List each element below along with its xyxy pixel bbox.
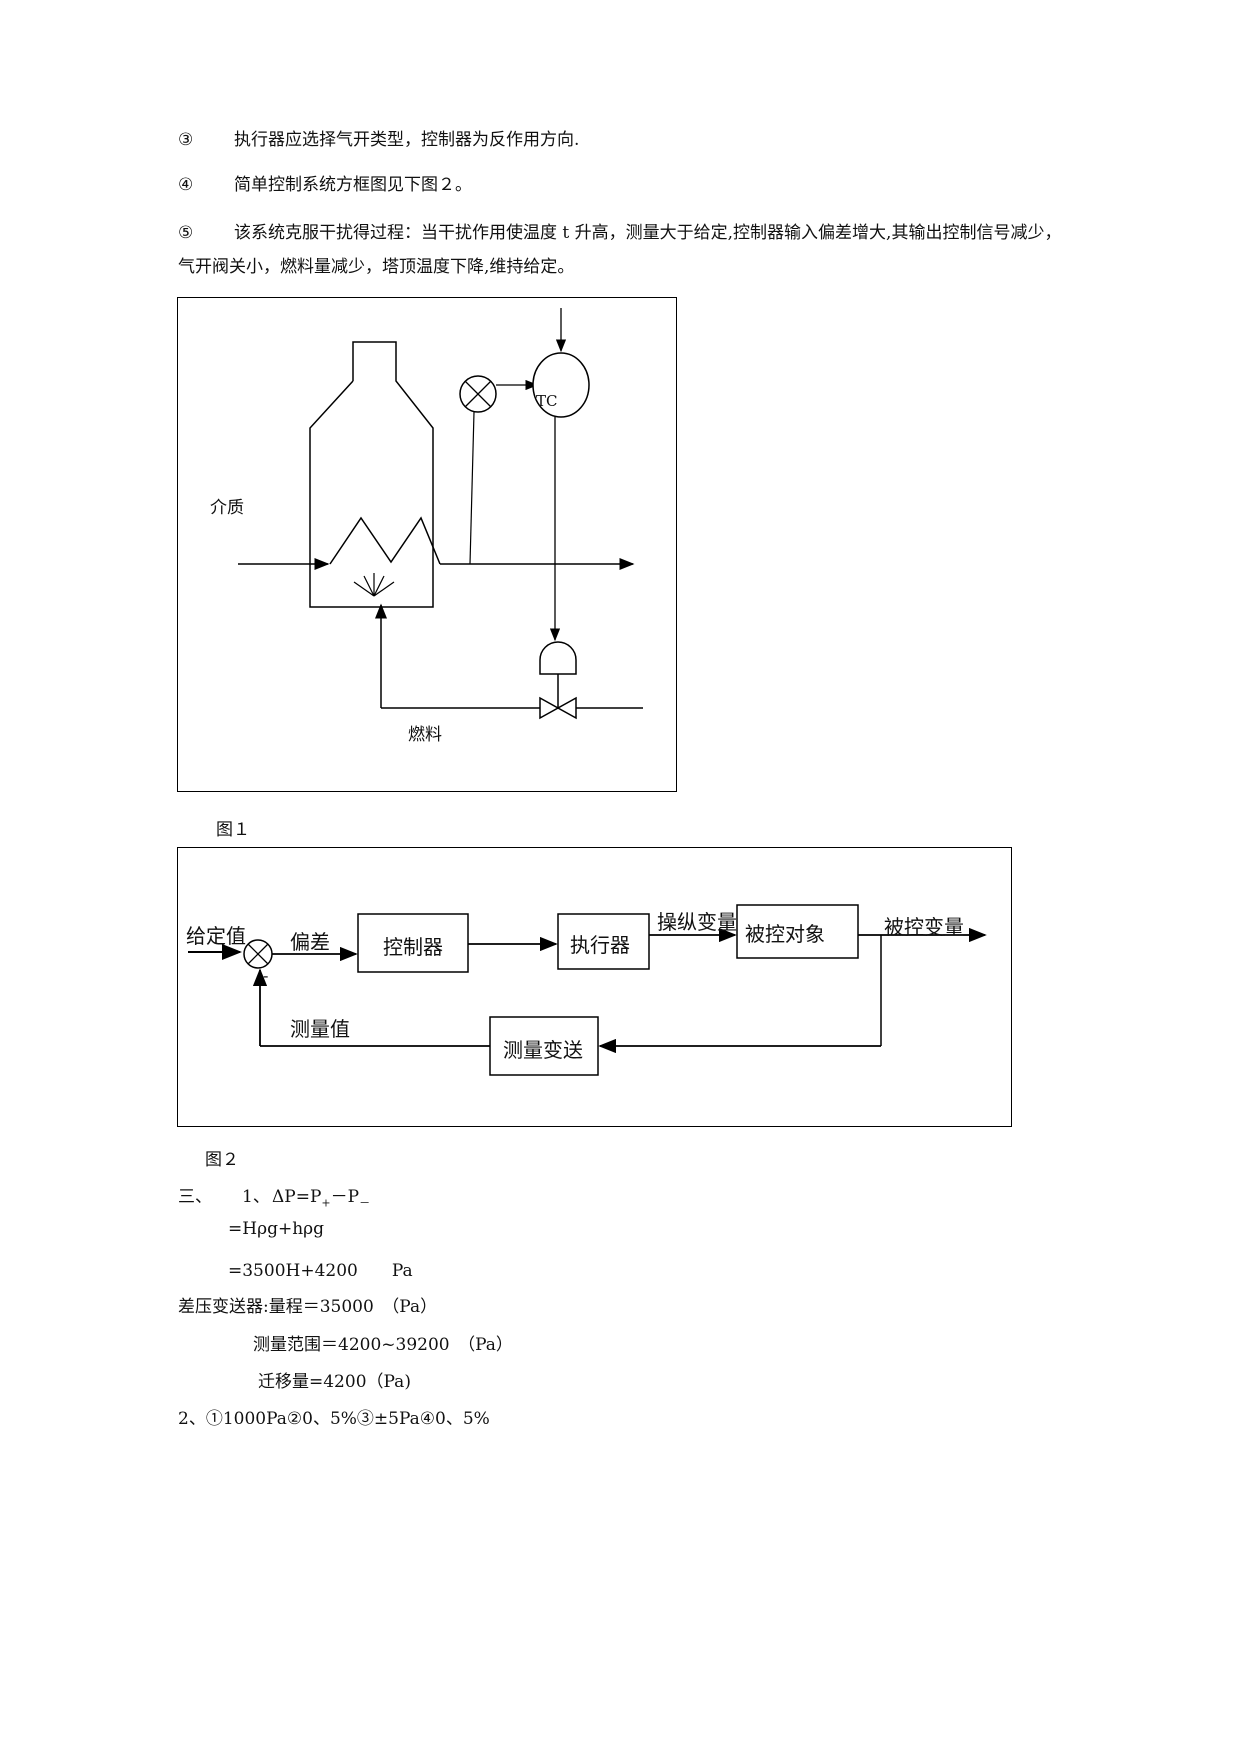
item-number: ⑤	[178, 223, 194, 243]
question-2-answer: 2、①1000Pa②0、5%③±5Pa④0、5%	[178, 1409, 490, 1429]
figure-2-frame: 给定值 偏差 - 控制器 执行器 操纵变量 被控对象 被控变量 测量值 测量变送	[177, 847, 1012, 1127]
figure-2-diagram	[188, 904, 987, 1076]
controller-label: 控制器	[383, 935, 443, 959]
item-text: 该系统克服干扰得过程：当干扰作用使温度 t 升高，测量大于给定,控制器输入偏差增…	[234, 223, 1062, 243]
equation-3: =3500H+4200 Pa	[228, 1261, 413, 1281]
item-5-continuation: 气开阀关小，燃料量减少，塔顶温度下降,维持给定。	[178, 257, 575, 277]
medium-label: 介质	[210, 498, 244, 518]
section-3-heading: 三、 1、ΔP=P+－P－	[178, 1182, 370, 1210]
range-line: 测量范围＝4200~39200 （Pa）	[253, 1335, 513, 1355]
item-text: 简单控制系统方框图见下图２。	[234, 175, 472, 195]
transmitter-label: 测量变送	[503, 1038, 583, 1062]
shift-line: 迁移量=4200（Pa)	[258, 1372, 411, 1392]
furnace-outline	[309, 341, 434, 608]
control-valve-icon	[539, 641, 577, 720]
fuel-label: 燃料	[408, 725, 442, 745]
heating-coil	[329, 516, 441, 565]
error-label: 偏差	[290, 930, 330, 954]
item-5: ⑤ 该系统克服干扰得过程：当干扰作用使温度 t 升高，测量大于给定,控制器输入偏差…	[178, 218, 1061, 243]
item-number: ③	[178, 130, 194, 150]
transmitter-block	[489, 1016, 599, 1076]
eq1-minus: －	[359, 1196, 371, 1210]
eq1-mid: －P	[330, 1187, 360, 1207]
controller-block	[357, 913, 469, 973]
figure-2-caption: 图２	[205, 1150, 239, 1170]
burner-flame-icon	[353, 573, 395, 597]
manipulated-label: 操纵变量	[657, 910, 737, 934]
measured-label: 测量值	[290, 1017, 350, 1041]
eq1-prefix: 1、	[242, 1187, 270, 1207]
item-3: ③ 执行器应选择气开类型，控制器为反作用方向.	[178, 125, 579, 150]
tc-label: TC	[536, 392, 558, 410]
item-text: 执行器应选择气开类型，控制器为反作用方向.	[234, 130, 580, 150]
minus-sign: -	[263, 966, 269, 985]
process-block	[736, 904, 859, 959]
tc-controller-icon	[532, 352, 590, 418]
process-label: 被控对象	[745, 922, 825, 946]
controlled-label: 被控变量	[884, 915, 964, 939]
actuator-block	[557, 913, 650, 970]
setpoint-label: 给定值	[186, 924, 246, 948]
item-number: ④	[178, 175, 194, 195]
figure-1-frame: TC 介质 燃料	[177, 297, 677, 792]
actuator-label: 执行器	[570, 933, 630, 957]
sensor-lead	[469, 411, 475, 565]
equation-2: =Hρg+hρg	[228, 1219, 325, 1239]
dp-transmitter-line: 差压变送器:量程＝35000 （Pa）	[178, 1297, 438, 1317]
figure-1-caption: 图１	[216, 820, 250, 840]
eq1-plus: +	[321, 1196, 331, 1210]
item-4: ④ 简单控制系统方框图见下图２。	[178, 170, 472, 195]
eq1-dp: ΔP=P	[272, 1187, 322, 1207]
figure-1-diagram	[238, 308, 643, 720]
section-heading: 三、	[178, 1187, 212, 1207]
